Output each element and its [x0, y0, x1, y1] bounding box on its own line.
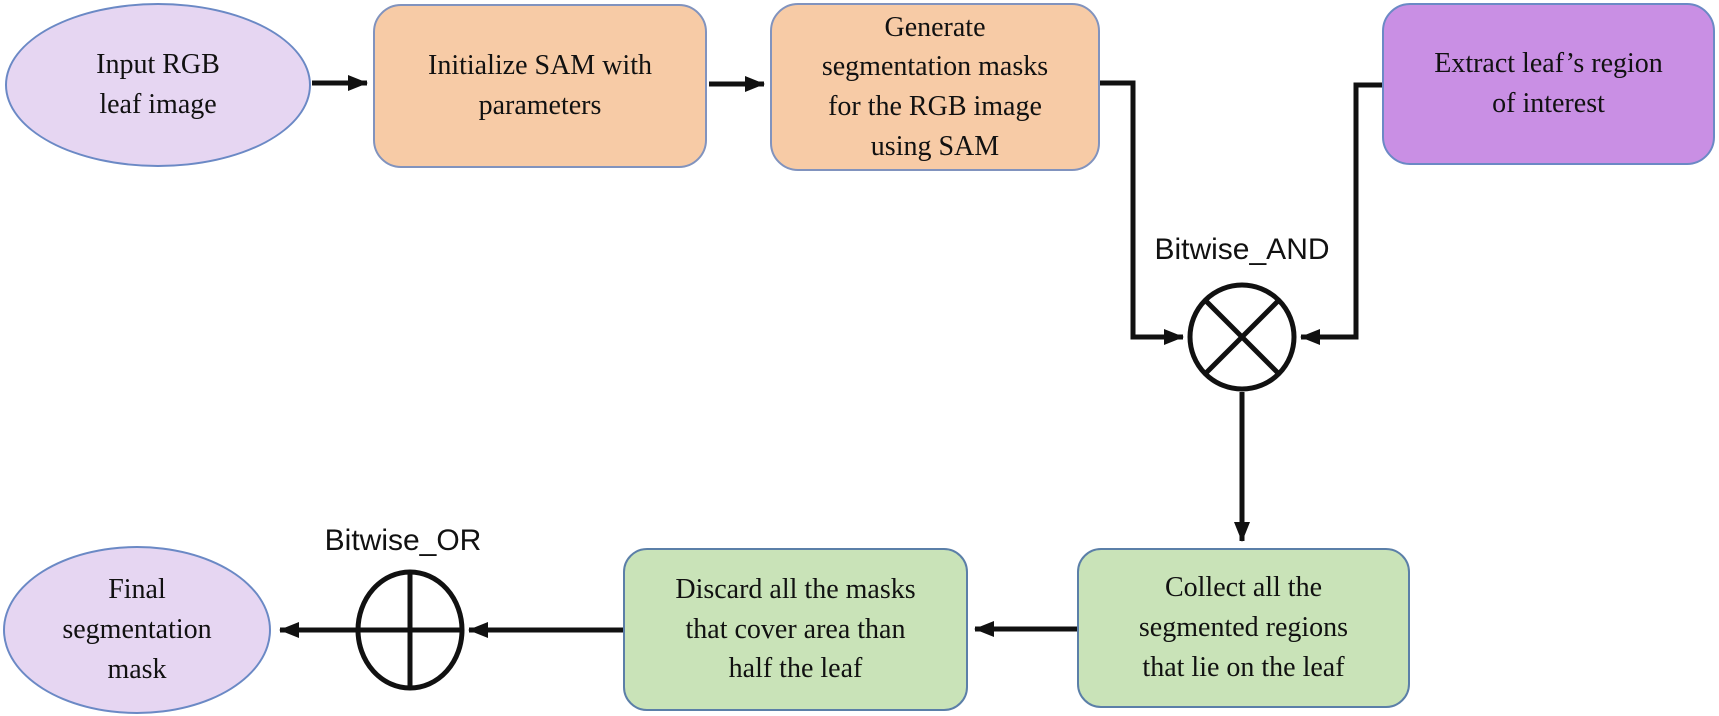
- bitwise-or-label: Bitwise_OR: [324, 524, 482, 557]
- node-label: Input RGB leaf image: [96, 49, 220, 120]
- node-label: Generate segmentation masks for the RGB …: [821, 11, 1049, 162]
- node-generate-segmentation-masks: Generate segmentation masks for the RGB …: [770, 3, 1100, 171]
- node-final-segmentation-mask: Final segmentation mask: [3, 546, 271, 714]
- arrow-extract-to-and: [1300, 82, 1382, 345]
- node-initialize-sam: Initialize SAM with parameters: [373, 4, 707, 168]
- node-label: Discard all the masks that cover area th…: [675, 573, 916, 685]
- bitwise-or-icon: [355, 569, 465, 691]
- node-label: Final segmentation mask: [62, 574, 212, 685]
- node-collect-segmented-regions: Collect all the segmented regions that l…: [1077, 548, 1410, 708]
- bitwise-and-label: Bitwise_AND: [1154, 233, 1330, 266]
- node-label: Collect all the segmented regions that l…: [1138, 572, 1349, 683]
- node-label: Initialize SAM with parameters: [428, 50, 652, 121]
- node-discard-masks: Discard all the masks that cover area th…: [623, 548, 968, 711]
- bitwise-and-icon: [1187, 282, 1297, 392]
- node-input-rgb-leaf-image: Input RGB leaf image: [5, 3, 311, 167]
- node-extract-leaf-roi: Extract leaf’s region of interest: [1382, 3, 1715, 165]
- node-label: Extract leaf’s region of interest: [1434, 48, 1663, 119]
- arrow-generate-to-and: [1100, 80, 1184, 345]
